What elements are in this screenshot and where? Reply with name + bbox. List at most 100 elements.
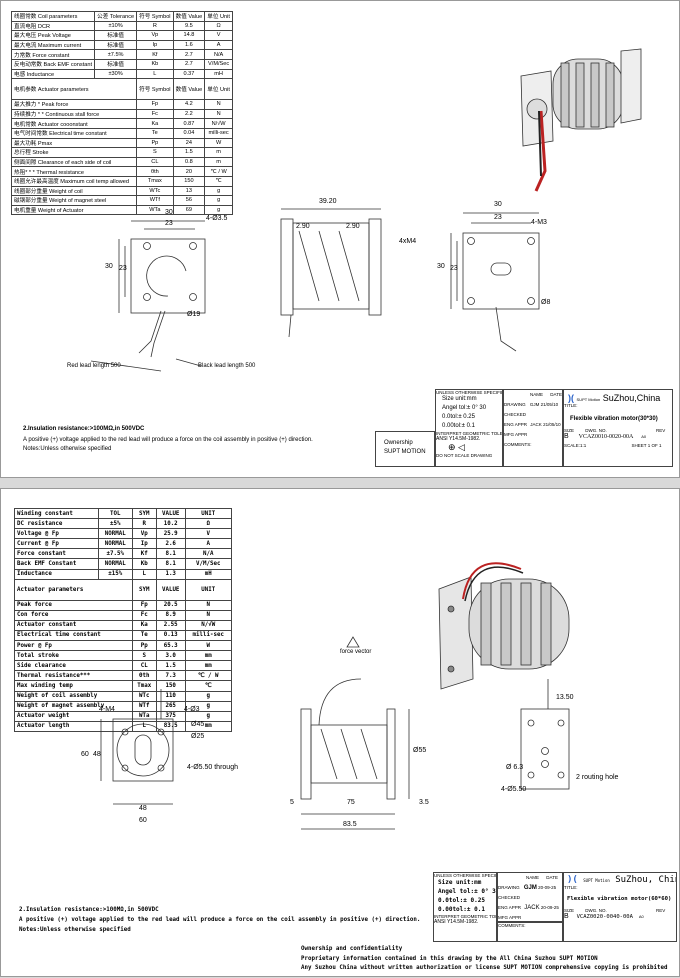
table-cell: mm xyxy=(184,720,233,732)
title-label: TITLE: xyxy=(564,403,578,408)
eng-by: JACK xyxy=(530,422,542,427)
interpret-label: INTERPRET GEOMETRIC TOLERANCING PER: xyxy=(434,914,496,919)
note-unless: Notes:Unless otherwise specified xyxy=(19,927,131,933)
dim-length: 39.20 xyxy=(319,198,337,205)
interpret-label: INTERPRET GEOMETRIC TOLERANCING PER: xyxy=(436,431,503,436)
tolerance-box: UNLESS OTHERWISE SPECIFIED Size unit:mm … xyxy=(433,872,497,942)
dim-h60: 60 xyxy=(81,751,89,758)
dim-l835: 83.5 xyxy=(343,821,357,828)
dim-right-width-23: 23 xyxy=(494,214,502,221)
dim-right-height-23: 23 xyxy=(450,265,458,272)
size-value: B xyxy=(564,913,569,920)
name-header: NAME xyxy=(530,392,544,397)
drawing-views-30x30 xyxy=(90,48,642,372)
ownership-line-1: Proprietary information contained in thi… xyxy=(301,955,598,962)
eng-by: JACK xyxy=(524,904,540,911)
approval-box: NAME DATE DRAWING GJM 21/05/10 CHECKED E… xyxy=(503,389,563,467)
ownership-owner: SUPT MOTION xyxy=(384,449,426,455)
title-box: )( SUPT Motion SuZhou,China TITLE: Flexi… xyxy=(563,389,673,467)
drawing-label: DRAWING xyxy=(504,402,526,407)
size-unit: Size unit:mm xyxy=(442,396,477,402)
dim-m4: 4-M4 xyxy=(99,706,115,713)
angle-tol: Angel tol:± 0° 30 xyxy=(442,405,487,411)
note-insulation: 2.Insulation resistance:>100MΩ,in 500VDC xyxy=(19,907,159,913)
eng-date: 21/05/10 xyxy=(543,422,561,427)
logo-text: SUPT Motion xyxy=(583,878,610,883)
tol-2: 0.00tol:± 0.1 xyxy=(442,423,475,429)
motor-render-60x60 xyxy=(438,562,570,690)
ownership-line-2: Any Suzhou China without written authori… xyxy=(301,965,668,971)
eng-date: 20-09-25 xyxy=(540,904,559,910)
tol-2: 0.00tol:± 0.1 xyxy=(438,906,485,913)
drawn-by: GJM xyxy=(529,402,540,407)
dwg-number: VCAZ0010-0020-00A xyxy=(578,434,634,440)
dim-d25: Ø25 xyxy=(191,733,205,740)
dim-thread: 4xM4 xyxy=(399,238,417,245)
size-unit: Size unit:mm xyxy=(438,879,482,886)
dim-right-holes: 4-M3 xyxy=(531,219,547,226)
title-box: )( SUPT Motion SuZhou, China TITLE: Flex… xyxy=(563,872,677,942)
dwg-label: DWG. NO. xyxy=(585,908,607,913)
table-cell: 电机参数 Actuator parameters xyxy=(10,78,138,101)
size-value: B xyxy=(564,433,569,440)
table-cell: Inductance xyxy=(14,568,99,580)
checked-label: CHECKED xyxy=(498,895,521,900)
unless-label: UNLESS OTHERWISE SPECIFIED xyxy=(436,390,503,395)
comments-label: COMMENTS: xyxy=(498,923,526,928)
comments-box: COMMENTS: xyxy=(497,922,563,942)
rev-label: REV xyxy=(656,428,666,433)
projection-symbol-icon: ⊕ ◁ xyxy=(448,442,465,452)
date-header: DATE xyxy=(550,392,562,397)
ownership-label: Ownership xyxy=(384,440,413,446)
dim-w48: 48 xyxy=(139,805,147,812)
drawing-label: DRAWING xyxy=(498,884,520,890)
dim-d3: 4-Ø3 xyxy=(184,706,200,713)
drawing-title: Flexible vibration motor(60*60) xyxy=(567,896,672,902)
mfg-label: MFG APPR xyxy=(498,915,522,920)
logo-text: SUPT Motion xyxy=(576,397,601,402)
drawn-by: GJM xyxy=(523,884,537,891)
red-lead-label: Red lead length 500 xyxy=(67,363,121,369)
drawing-title: Flexible vibration motor(30*30) xyxy=(570,416,658,422)
note-insulation: 2.Insulation resistance:>100MΩ,in 500VDC xyxy=(23,426,145,432)
dim-width-23: 23 xyxy=(165,220,173,227)
company-location: SuZhou,China xyxy=(602,393,661,403)
drawn-date: 20-09-25 xyxy=(538,884,557,890)
motor-render-30x30 xyxy=(520,48,642,192)
dim-l35: 3.5 xyxy=(419,799,429,806)
supt-logo: )( xyxy=(567,875,578,885)
comments-label: COMMENTS: xyxy=(504,442,532,447)
dwg-label: DWG. NO. xyxy=(585,428,607,433)
dim-d45: Ø45 xyxy=(191,721,205,728)
ansi-label: ANSI Y14.5M-1982. xyxy=(436,436,481,442)
tol-1: 0.0tol:± 0.25 xyxy=(438,897,485,904)
drawn-date: 21/05/10 xyxy=(540,402,559,407)
dim-r1350: 13.50 xyxy=(556,694,574,701)
tolerance-box: UNLESS OTHERWISE SPECIFIED Size unit:mm … xyxy=(435,389,503,467)
ansi-label: ANSI Y14.5M-1982. xyxy=(434,919,479,925)
dim-d55: Ø55 xyxy=(413,747,427,754)
noscale-label: DO NOT SCALE DRAWING xyxy=(436,453,493,458)
dim-h48: 48 xyxy=(93,751,101,758)
ownership-title: Ownership and confidentiality xyxy=(301,946,403,952)
company-location: SuZhou, China xyxy=(615,875,676,885)
dim-right-diameter: Ø8 xyxy=(541,299,551,306)
dim-l5: 5 xyxy=(290,799,294,806)
dim-right-height-30: 30 xyxy=(437,263,445,270)
angle-tol: Angel tol:± 0° 30 xyxy=(438,888,497,895)
drawing-views-60x60 xyxy=(100,562,570,830)
force-vector-label: force vector xyxy=(340,649,372,655)
